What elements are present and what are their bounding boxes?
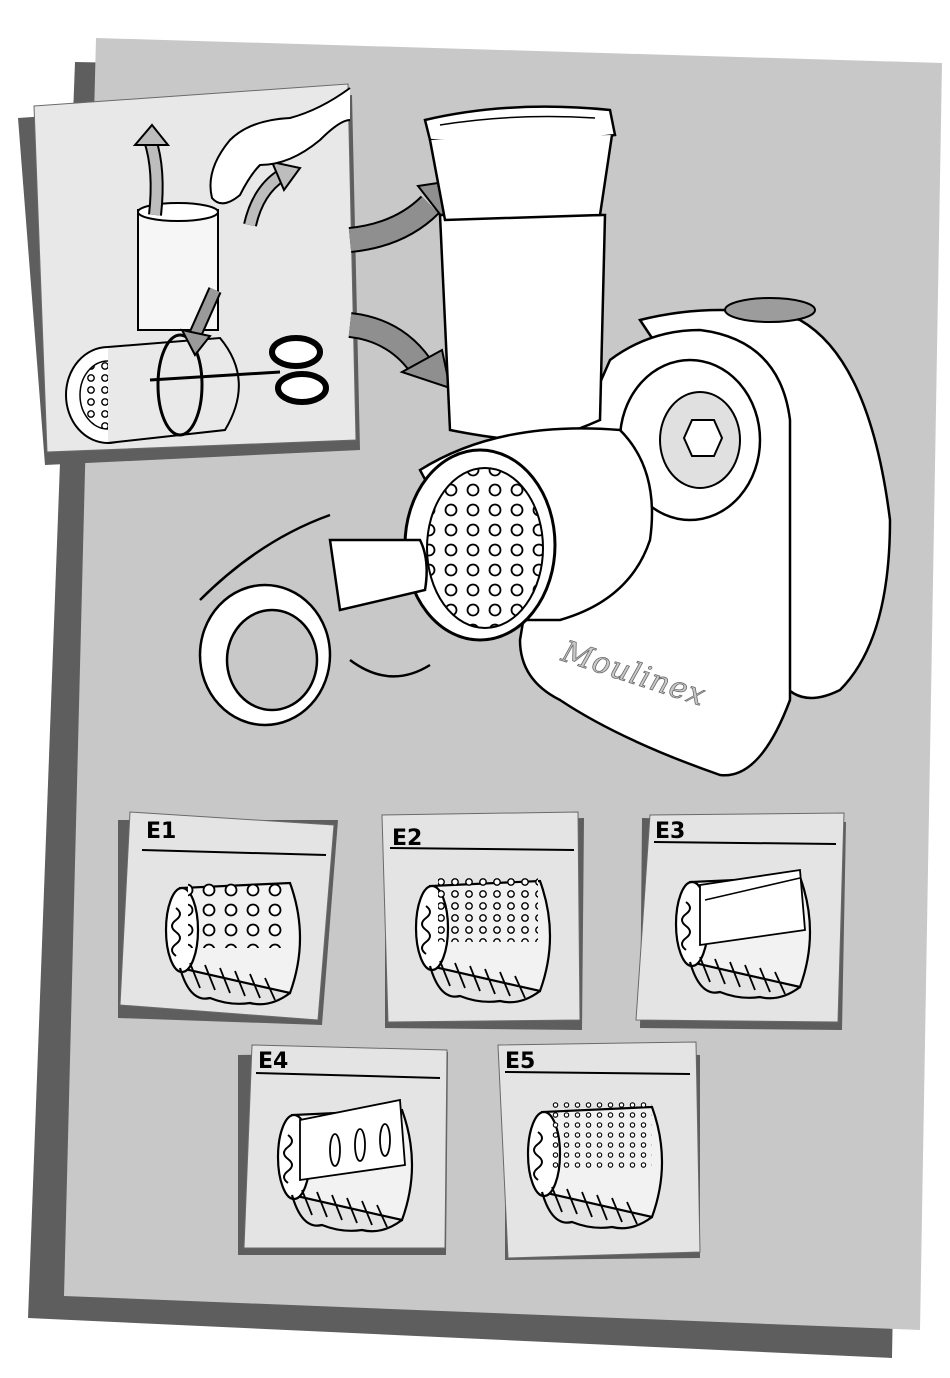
drum-card-e1: E1 (118, 812, 338, 1025)
drum-label-e4: E4 (258, 1049, 288, 1074)
drum-label-e2: E2 (392, 826, 422, 851)
drum-card-e5: E5 (498, 1042, 700, 1260)
drum-label-e3: E3 (655, 819, 685, 844)
unpacking-inset (18, 84, 360, 465)
drum-label-e5: E5 (505, 1049, 535, 1074)
drum-card-e3: E3 (636, 813, 846, 1030)
drum-card-e4: E4 (238, 1045, 448, 1255)
drum-card-e2: E2 (382, 812, 584, 1030)
drum-label-e1: E1 (146, 819, 176, 844)
